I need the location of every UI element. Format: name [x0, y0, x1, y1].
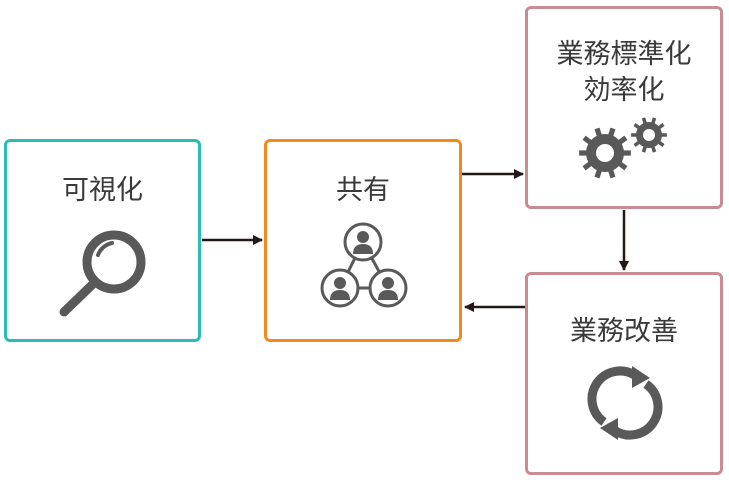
search-icon — [59, 230, 146, 317]
node-standardize-label-line2: 効率化 — [583, 75, 665, 106]
refresh-cycle-icon — [587, 366, 663, 440]
node-visualize: 可視化 — [4, 139, 201, 342]
person-node-top — [343, 222, 383, 262]
node-share-label: 共有 — [336, 175, 390, 206]
node-standardize: 業務標準化 効率化 — [525, 6, 723, 209]
people-network-icon — [320, 222, 408, 308]
node-visualize-label: 可視化 — [62, 175, 143, 206]
node-share: 共有 — [264, 139, 462, 342]
node-improve: 業務改善 — [525, 272, 723, 475]
person-node-right — [368, 268, 408, 308]
person-node-left — [320, 268, 360, 308]
node-standardize-label-line1: 業務標準化 — [556, 39, 692, 70]
gears-icon — [579, 117, 667, 179]
node-improve-label: 業務改善 — [570, 316, 678, 347]
